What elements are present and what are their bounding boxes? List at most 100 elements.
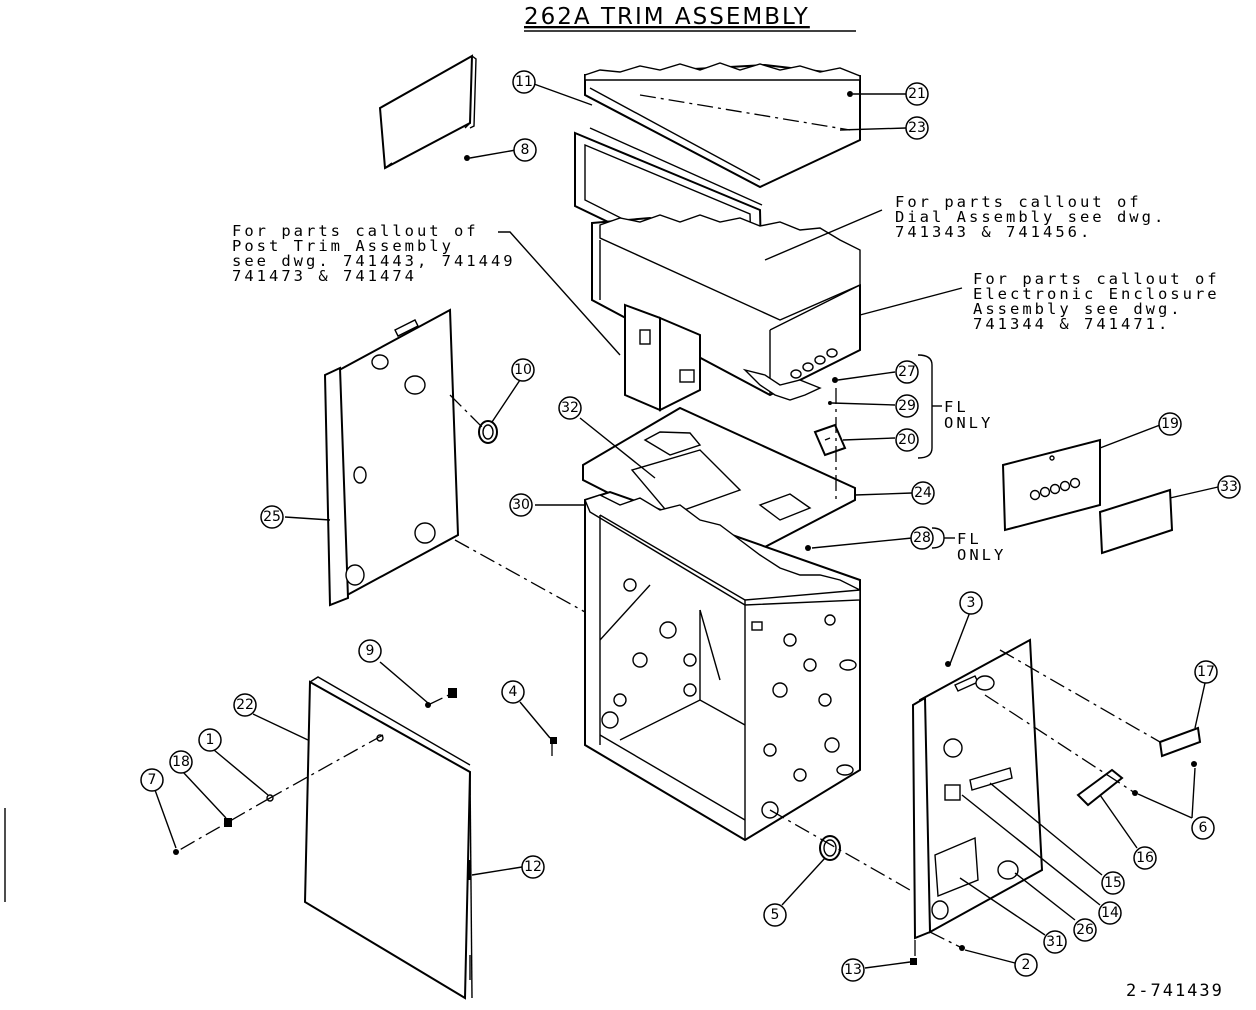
svg-text:31: 31 bbox=[1046, 934, 1064, 950]
note-post-trim-line-1: For parts callout of bbox=[232, 222, 479, 240]
callout-16: 16 bbox=[1133, 846, 1157, 870]
callout-13: 13 bbox=[841, 958, 865, 982]
svg-text:1: 1 bbox=[206, 732, 215, 748]
svg-text:8: 8 bbox=[521, 142, 530, 158]
callout-22: 22 bbox=[233, 693, 257, 717]
svg-text:32: 32 bbox=[561, 400, 579, 416]
svg-text:18: 18 bbox=[172, 754, 190, 770]
callout-29: 29 bbox=[895, 394, 919, 418]
post-trim bbox=[624, 303, 701, 412]
svg-text:14: 14 bbox=[1101, 905, 1119, 921]
callout-17: 17 bbox=[1194, 660, 1218, 684]
callout-31: 31 bbox=[1043, 930, 1067, 954]
fl-only-lower-line-1: FL bbox=[957, 530, 982, 548]
callout-18: 18 bbox=[169, 750, 193, 774]
callout-3: 3 bbox=[959, 591, 983, 615]
leader-lines bbox=[4, 83, 1219, 969]
note-enclosure-line-1: For parts callout of bbox=[973, 270, 1220, 288]
callout-1: 1 bbox=[198, 728, 222, 752]
svg-text:30: 30 bbox=[512, 497, 530, 513]
svg-text:3: 3 bbox=[967, 595, 976, 611]
front-door-panel bbox=[303, 676, 473, 1000]
note-dial-line-3: 741343 & 741456. bbox=[895, 223, 1092, 241]
svg-text:17: 17 bbox=[1197, 664, 1215, 680]
fl-only-lower-line-2: ONLY bbox=[957, 546, 1006, 564]
svg-text:24: 24 bbox=[914, 485, 932, 501]
svg-text:7: 7 bbox=[148, 772, 157, 788]
callout-6: 6 bbox=[1191, 816, 1215, 840]
callout-30: 30 bbox=[509, 493, 533, 517]
top-cover bbox=[584, 62, 861, 189]
svg-text:21: 21 bbox=[908, 86, 926, 102]
callout-10: 10 bbox=[511, 358, 535, 382]
fl-bracket bbox=[813, 423, 847, 457]
callout-19: 19 bbox=[1158, 412, 1182, 436]
callout-5: 5 bbox=[763, 903, 787, 927]
right-side-panel bbox=[911, 638, 1044, 940]
svg-text:13: 13 bbox=[844, 962, 862, 978]
svg-text:26: 26 bbox=[1076, 922, 1094, 938]
callout-2: 2 bbox=[1014, 953, 1038, 977]
svg-text:28: 28 bbox=[913, 530, 931, 546]
fl-only-upper-line-2: ONLY bbox=[944, 414, 993, 432]
callout-27: 27 bbox=[895, 360, 919, 384]
note-enclosure-line-4: 741344 & 741471. bbox=[973, 315, 1170, 333]
small-hardware bbox=[173, 91, 1197, 965]
callout-28: 28 bbox=[910, 526, 934, 550]
callout-20: 20 bbox=[895, 428, 919, 452]
callout-26: 26 bbox=[1073, 918, 1097, 942]
svg-text:4: 4 bbox=[509, 684, 518, 700]
drawing-number: 2-741439 bbox=[1126, 981, 1224, 1001]
svg-text:12: 12 bbox=[524, 859, 542, 875]
fl-only-brackets bbox=[917, 354, 955, 549]
note-post-trim-line-4: 741473 & 741474 bbox=[232, 267, 417, 285]
svg-text:9: 9 bbox=[366, 643, 375, 659]
svg-text:6: 6 bbox=[1199, 820, 1208, 836]
note-fl-only-lower: FL ONLY bbox=[957, 530, 1006, 564]
callout-21: 21 bbox=[905, 82, 929, 106]
callout-8: 8 bbox=[513, 138, 537, 162]
svg-text:19: 19 bbox=[1161, 416, 1179, 432]
fl-only-upper-line-1: FL bbox=[944, 398, 969, 416]
callout-12: 12 bbox=[521, 855, 545, 879]
callout-32: 32 bbox=[558, 396, 582, 420]
note-dial-line-2: Dial Assembly see dwg. bbox=[895, 208, 1166, 226]
assembly-centre-lines bbox=[175, 388, 1161, 958]
main-cabinet bbox=[584, 490, 861, 842]
right-label-panels bbox=[1001, 438, 1174, 555]
note-post-trim: For parts callout of Post Trim Assembly … bbox=[232, 222, 516, 285]
note-dial-assembly: For parts callout of Dial Assembly see d… bbox=[895, 193, 1166, 241]
svg-text:11: 11 bbox=[515, 74, 533, 90]
callout-balloons: 11 8 21 23 10 27 29 20 32 19 33 24 30 28… bbox=[140, 70, 1241, 982]
callout-23: 23 bbox=[905, 116, 929, 140]
svg-text:2: 2 bbox=[1022, 957, 1031, 973]
callout-4: 4 bbox=[501, 680, 525, 704]
svg-text:27: 27 bbox=[898, 364, 916, 380]
drawing-title: 262A TRIM ASSEMBLY bbox=[524, 4, 810, 30]
callout-33: 33 bbox=[1217, 475, 1241, 499]
svg-text:22: 22 bbox=[236, 697, 254, 713]
note-electronic-enclosure: For parts callout of Electronic Enclosur… bbox=[973, 270, 1220, 333]
callout-11: 11 bbox=[512, 70, 536, 94]
svg-text:15: 15 bbox=[1104, 875, 1122, 891]
callout-14: 14 bbox=[1098, 901, 1122, 925]
top-left-panel bbox=[378, 54, 477, 170]
note-enclosure-line-3: Assembly see dwg. bbox=[973, 300, 1183, 318]
note-post-trim-line-3: see dwg. 741443, 741449 bbox=[232, 252, 516, 270]
svg-text:33: 33 bbox=[1220, 479, 1238, 495]
callout-24: 24 bbox=[911, 481, 935, 505]
left-side-panel bbox=[323, 308, 460, 607]
note-enclosure-line-2: Electronic Enclosure bbox=[973, 285, 1220, 303]
callout-25: 25 bbox=[260, 505, 284, 529]
callout-15: 15 bbox=[1101, 871, 1125, 895]
note-dial-line-1: For parts callout of bbox=[895, 193, 1142, 211]
note-fl-only-upper: FL ONLY bbox=[944, 398, 993, 432]
electronic-enclosure bbox=[591, 214, 861, 401]
note-post-trim-line-2: Post Trim Assembly bbox=[232, 237, 454, 255]
bracket-parts bbox=[1076, 726, 1202, 807]
svg-text:10: 10 bbox=[514, 362, 532, 378]
svg-text:23: 23 bbox=[908, 120, 926, 136]
svg-text:25: 25 bbox=[263, 509, 281, 525]
svg-text:20: 20 bbox=[898, 432, 916, 448]
